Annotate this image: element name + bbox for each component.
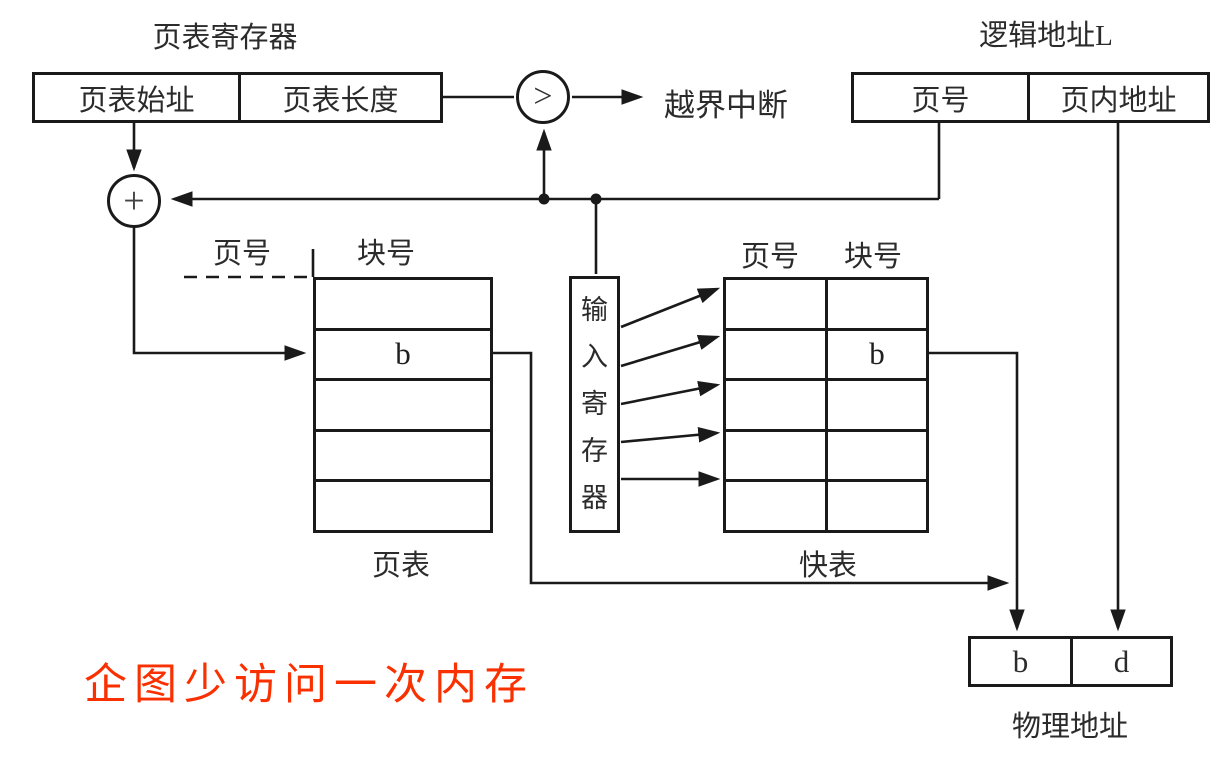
page-table-row [316, 479, 490, 530]
greater-than-icon: > [533, 78, 553, 115]
input-register-label: 输入寄存器 [581, 295, 608, 513]
logical-pageno-cell: 页号 [911, 84, 970, 117]
tlb-header-blockno: 块号 [843, 241, 903, 273]
page-table-start-cell: 页表始址 [78, 84, 195, 117]
tlb-row [726, 378, 926, 429]
junction-dot [538, 193, 550, 205]
physical-address-caption: 物理地址 [1011, 711, 1129, 743]
physical-block-cell: b [1012, 643, 1029, 679]
logical-address-box: 页号 页内地址 [851, 72, 1210, 123]
arrow-pagetable-b-out [493, 351, 1010, 591]
arrow-register-to-tlb-1 [620, 287, 721, 329]
page-table-row [316, 280, 490, 328]
junction-dot [590, 193, 602, 205]
page-table-caption: 页表 [371, 550, 431, 582]
arrow-adder-to-pagetable [132, 227, 307, 361]
logical-address-title: 逻辑地址L [979, 20, 1113, 52]
tlb-cell [825, 381, 926, 429]
tlb-cell [825, 431, 926, 480]
arrow-tlb-b-out [929, 351, 1025, 632]
plus-icon: + [123, 180, 145, 222]
page-table-row [316, 428, 490, 480]
page-table: b [313, 277, 493, 533]
physical-offset-cell: d [1070, 639, 1170, 684]
tlb-table: b [723, 277, 929, 533]
page-table-register-box: 页表始址 页表长度 [32, 72, 443, 123]
physical-address-box: b d [968, 636, 1173, 687]
page-table-row: b [316, 327, 490, 379]
tlb-cell [825, 482, 926, 530]
tlb-cell [726, 381, 825, 429]
tlb-row [726, 428, 926, 480]
page-table-header-blockno: 块号 [356, 238, 416, 270]
page-table-header-pageno: 页号 [212, 238, 272, 270]
tlb-row [726, 280, 926, 328]
page-table-register-title: 页表寄存器 [152, 22, 298, 54]
tlb-header-pageno: 页号 [740, 241, 800, 273]
comparator-circle: > [516, 70, 570, 124]
out-of-bounds-interrupt-label: 越界中断 [664, 88, 788, 123]
tlb-caption: 快表 [798, 550, 858, 582]
tlb-cell: b [825, 330, 926, 379]
tlb-cell [726, 331, 825, 379]
page-table-row [316, 378, 490, 429]
input-register-box: 输入寄存器 [569, 276, 620, 533]
annotation-text: 企图少访问一次内存 [84, 662, 534, 709]
logical-offset-cell: 页内地址 [1027, 75, 1207, 120]
tlb-cell [726, 482, 825, 530]
tlb-row: b [726, 327, 926, 379]
page-table-length-cell: 页表长度 [238, 75, 440, 120]
adder-circle: + [107, 174, 161, 228]
tlb-row [726, 479, 926, 530]
arrow-register-to-tlb-4 [620, 426, 721, 444]
tlb-cell [726, 280, 825, 328]
tlb-cell [726, 432, 825, 480]
arrow-register-to-tlb-2 [620, 334, 721, 368]
tlb-cell [825, 280, 926, 328]
arrow-register-to-tlb-3 [620, 380, 721, 406]
